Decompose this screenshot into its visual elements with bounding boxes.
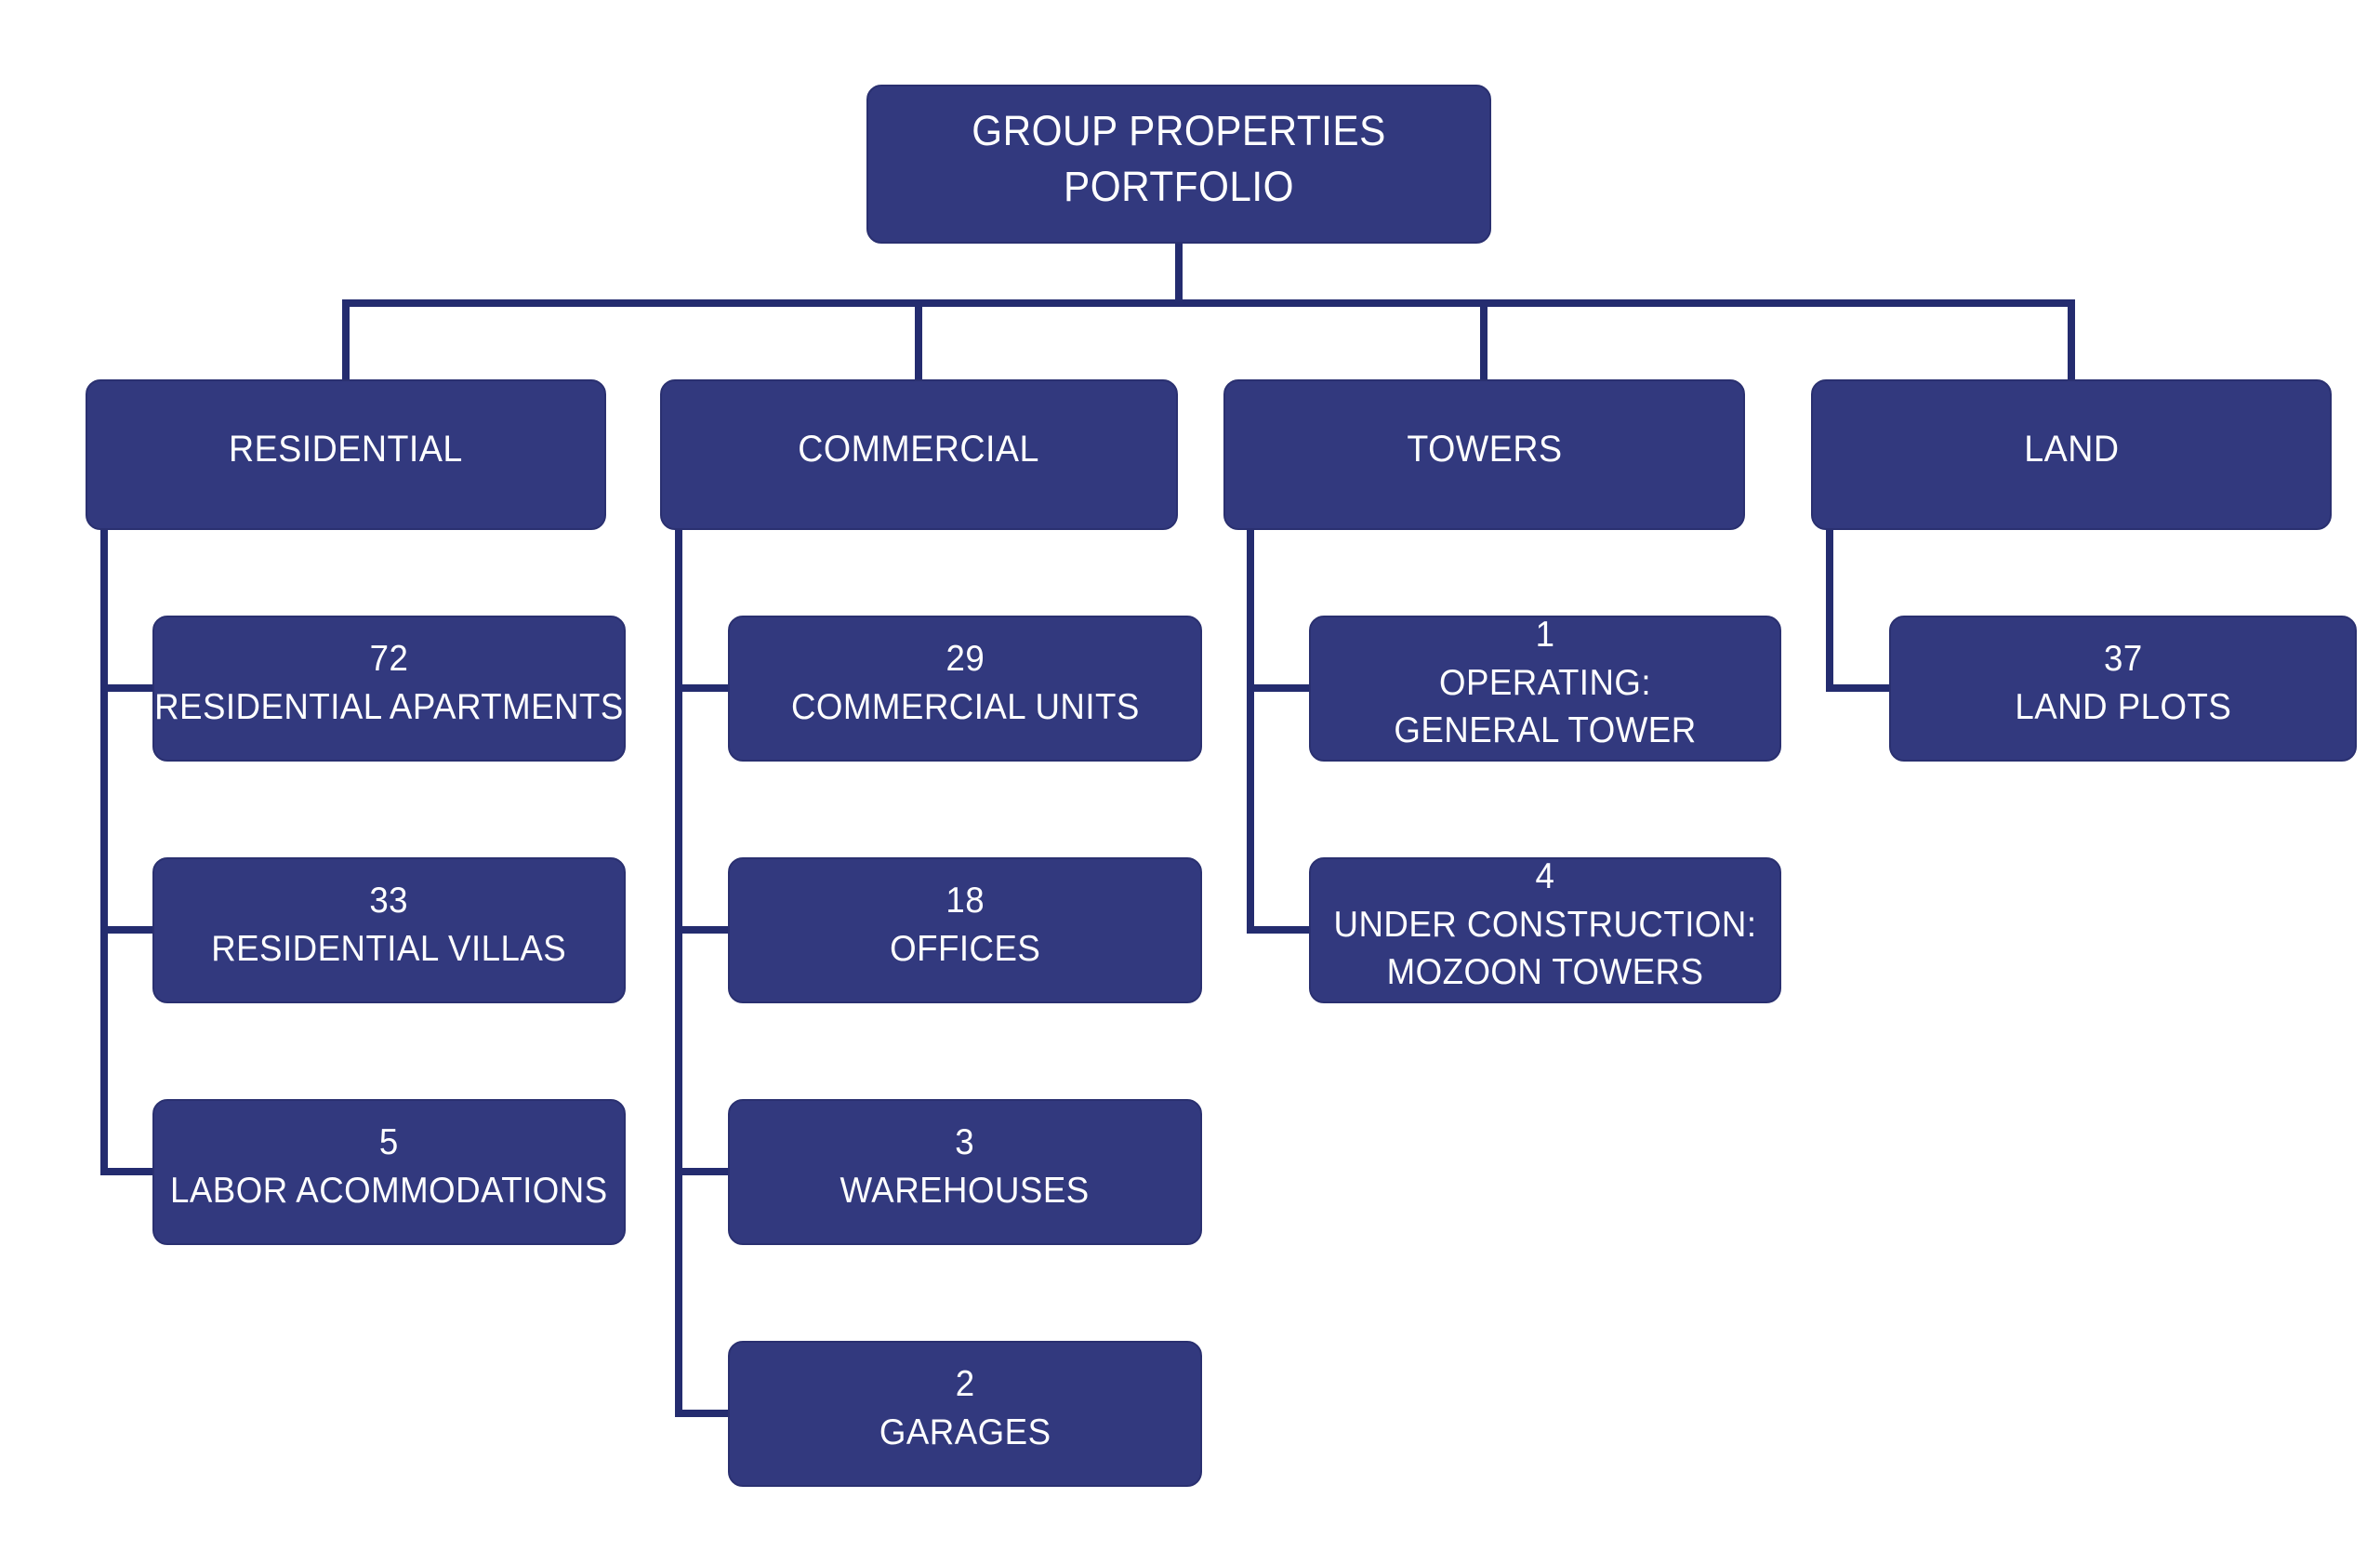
node-count: 33 [369,881,409,921]
node-count: 29 [945,639,985,680]
node-label: OFFICES [889,928,1041,969]
connector-drop-commercial [915,299,922,383]
branch-stub-commercial-3 [675,1168,734,1175]
branch-label: COMMERCIAL [798,428,1040,470]
node-count: 1 [1535,615,1555,656]
branch-spine-residential [100,528,108,1175]
node-label: LABOR ACOMMODATIONS [170,1170,608,1211]
node-count: 2 [955,1364,975,1405]
child-node-commercial-units: 29 COMMERCIAL UNITS [728,616,1202,762]
child-node-labor-acommodations: 5 LABOR ACOMMODATIONS [152,1099,626,1245]
node-label: LAND PLOTS [2015,686,2231,727]
branch-stub-residential-2 [100,926,158,934]
connector-drop-towers [1480,299,1488,383]
root-node: GROUP PROPERTIES PORTFOLIO [866,85,1491,244]
child-node-under-construction-mozoon-towers: 4 UNDER CONSTRUCTION: MOZOON TOWERS [1309,856,1781,1003]
node-label: COMMERCIAL UNITS [790,686,1140,727]
branch-stub-residential-3 [100,1168,158,1175]
node-label: GARAGES [879,1412,1051,1452]
branch-stub-towers-1 [1247,684,1315,692]
node-label: OPERATING: [1438,662,1652,703]
branch-label: TOWERS [1406,428,1563,470]
node-label: WAREHOUSES [840,1170,1091,1211]
node-count: 18 [945,881,985,921]
child-node-residential-villas: 33 RESIDENTIAL VILLAS [152,857,626,1003]
branch-node-residential: RESIDENTIAL [86,379,606,530]
node-count: 72 [369,639,409,680]
child-node-land-plots: 37 LAND PLOTS [1889,616,2357,762]
branch-spine-commercial [675,528,682,1417]
node-label: RESIDENTIAL APARTMENTS [154,686,624,727]
branch-stub-towers-2 [1247,926,1315,934]
connector-drop-land [2068,299,2075,383]
node-label: UNDER CONSTRUCTION: [1333,904,1757,945]
branch-spine-land [1826,528,1833,692]
child-node-residential-apartments: 72 RESIDENTIAL APARTMENTS [152,616,626,762]
branch-label: LAND [2023,428,2120,470]
branch-node-commercial: COMMERCIAL [660,379,1178,530]
branch-stub-commercial-2 [675,926,734,934]
node-count: 5 [379,1122,399,1163]
node-label: RESIDENTIAL VILLAS [211,928,567,969]
node-label2: GENERAL TOWER [1394,710,1697,751]
branch-stub-land-1 [1826,684,1895,692]
node-label2: MOZOON TOWERS [1386,952,1704,993]
child-node-offices: 18 OFFICES [728,857,1202,1003]
connector-drop-residential [342,299,350,383]
child-node-warehouses: 3 WAREHOUSES [728,1099,1202,1245]
node-count: 37 [2103,639,2143,680]
branch-label: RESIDENTIAL [229,428,463,470]
child-node-operating-general-tower: 1 OPERATING: GENERAL TOWER [1309,615,1781,762]
node-count: 4 [1535,856,1555,897]
branch-stub-commercial-4 [675,1410,734,1417]
branch-spine-towers [1247,528,1254,934]
connector-top-rail [342,299,2075,307]
branch-node-towers: TOWERS [1223,379,1745,530]
connector-trunk [1175,244,1183,303]
branch-stub-commercial-1 [675,684,734,692]
node-count: 3 [955,1122,975,1163]
child-node-garages: 2 GARAGES [728,1341,1202,1487]
branch-node-land: LAND [1811,379,2332,530]
root-node-label: GROUP PROPERTIES PORTFOLIO [972,107,1386,210]
branch-stub-residential-1 [100,684,158,692]
